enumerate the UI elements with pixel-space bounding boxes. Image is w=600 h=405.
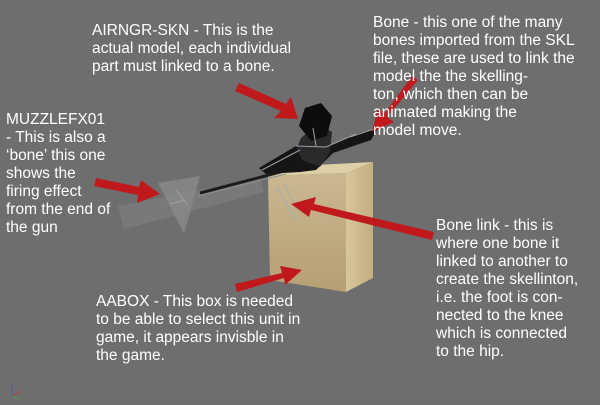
arrow-to-aabox [235,266,302,292]
arrow-to-bone-link [291,197,434,240]
arrow-to-muzzle [94,178,160,203]
bone-annotation: Bone - this one of the many bones import… [373,14,575,139]
gun-barrel [197,168,289,197]
aabox-mesh[interactable] [268,162,373,292]
axis-gizmo [11,384,23,400]
arrow-to-bone [372,76,418,132]
model-annotation: AIRNGR-SKN - This is the actual model, e… [92,22,292,75]
arrow-to-model [235,83,298,119]
bone-link-annotation: Bone link - this is where one bone it li… [436,217,579,360]
annotation-arrows [94,76,434,292]
airngr-model[interactable] [259,103,378,174]
muzzle-annotation: MUZZLEFX01 - This is also a ‘bone’ this … [6,111,111,236]
aabox-annotation: AABOX - This box is needed to be able to… [96,293,301,364]
muzzlefx-bone[interactable] [118,176,264,234]
